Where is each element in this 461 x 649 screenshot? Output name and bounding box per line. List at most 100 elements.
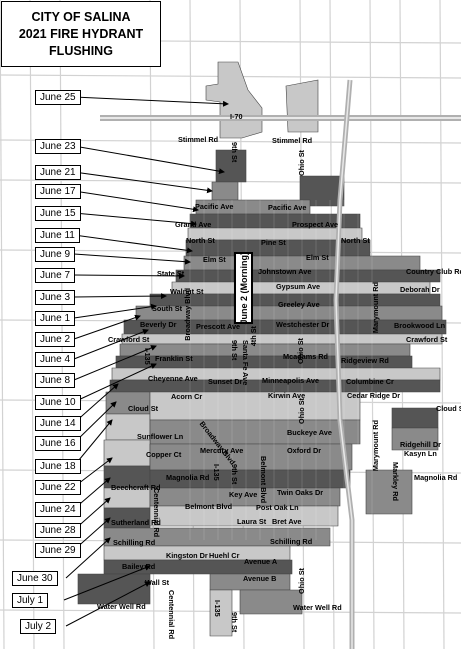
street-label: Bailey Rd — [122, 562, 156, 571]
street-label: Ohio St — [297, 398, 306, 424]
leader-line — [73, 253, 191, 265]
flushing-zones — [77, 61, 447, 637]
leader-line — [73, 190, 199, 213]
date-label-june-11: June 11 — [35, 228, 80, 243]
date-label-june-8: June 8 — [35, 373, 76, 388]
street-label: Marymount Rd — [371, 420, 380, 472]
street-label: Ridgeview Rd — [341, 356, 389, 365]
street-label: Marymount Rd — [371, 282, 380, 334]
date-label-june-22: June 22 — [35, 480, 81, 495]
leader-line — [73, 314, 141, 340]
flushing-zone-light — [103, 439, 151, 467]
map-title: CITY OF SALINA 2021 FIRE HYDRANT FLUSHIN… — [1, 1, 161, 67]
street-label: Laura St — [237, 517, 267, 526]
flushing-zone-dark — [103, 559, 293, 575]
street-label: Wall St — [145, 578, 170, 587]
leader-line — [73, 293, 167, 300]
street-label: Gypsum Ave — [276, 282, 321, 291]
street-label: Buckeye Ave — [287, 428, 332, 437]
flushing-zone-light — [149, 505, 339, 527]
leader-line — [63, 565, 151, 601]
street-label: 9th St — [230, 142, 239, 163]
street-label: Belmont Blvd — [185, 502, 233, 511]
leader-line — [73, 401, 117, 444]
date-label-june-16: June 16 — [35, 436, 81, 451]
street-label: Centennial Rd — [167, 590, 176, 640]
street-label: Columbine Cr — [346, 377, 394, 386]
flushing-zone-dark — [391, 407, 439, 429]
street-label: Avenue A — [244, 557, 278, 566]
street-label: Sunset Dr — [208, 377, 243, 386]
street-label: Schilling Rd — [270, 537, 313, 546]
street-label: Pacific Ave — [268, 203, 307, 212]
flushing-zone-dark — [299, 175, 345, 207]
street-label: Pacific Ave — [195, 202, 234, 211]
street-label: I-135 — [212, 464, 221, 481]
date-label-june-10: June 10 — [35, 395, 81, 410]
leader-line — [73, 272, 185, 279]
street-label: Mercury Ave — [200, 446, 244, 455]
street-label: Cloud St — [128, 404, 158, 413]
highways — [100, 79, 461, 649]
street-label: 9th St — [230, 340, 239, 361]
leader-line — [73, 234, 193, 254]
leader-line — [73, 383, 119, 424]
date-label-june-1: June 1 — [35, 311, 76, 326]
street-label: Minneapolis Ave — [262, 376, 320, 385]
street-label: Prospect Ave — [292, 220, 339, 229]
date-label-june-30: June 30 — [12, 571, 58, 586]
street-label: 9th St — [230, 464, 239, 485]
street-label: Sunflower Ln — [137, 432, 184, 441]
street-label: Greeley Ave — [278, 300, 320, 309]
street-label: North St — [186, 236, 215, 245]
flushing-zone-medium — [149, 487, 341, 507]
street-label: I-135 — [143, 348, 152, 365]
date-label-june-2: June 2 — [35, 332, 76, 347]
street-label: Deborah Dr — [400, 285, 440, 294]
street-label: I-70 — [230, 112, 243, 121]
flushing-zone-dark — [109, 379, 441, 393]
flushing-zone-medium — [391, 427, 439, 451]
street-label: Santa Fe Ave — [241, 340, 250, 386]
street-label: Avenue B — [243, 574, 277, 583]
title-line-3: FLUSHING — [49, 43, 113, 58]
street-label: Stimmel Rd — [272, 136, 313, 145]
leader-line — [73, 145, 225, 175]
leader-line — [73, 96, 229, 107]
leader-line — [73, 212, 197, 227]
street-label: Walnut St — [170, 287, 204, 296]
flushing-zone-light — [209, 589, 233, 637]
street-label: Stimmel Rd — [178, 135, 219, 144]
leader-line — [65, 581, 151, 627]
date-label-june-18: June 18 — [35, 459, 81, 474]
street-label: Ohio St — [297, 150, 306, 176]
street-label: I-135 — [213, 600, 222, 617]
street-label: Magnolia Rd — [166, 473, 210, 482]
date-label-june-28: June 28 — [35, 523, 81, 538]
street-label: Magnolia Rd — [414, 473, 458, 482]
date-label-june-4: June 4 — [35, 352, 76, 367]
date-label-june-29: June 29 — [35, 543, 81, 558]
street-label: Broadway Blvd — [183, 288, 192, 341]
street-label: Sutherland Rd — [111, 518, 161, 527]
date-label-june-15: June 15 — [35, 206, 81, 221]
street-label: 9th St — [230, 612, 239, 633]
street-label: Franklin St — [155, 354, 193, 363]
street-label: Cloud St — [436, 404, 461, 413]
flushing-zone-medium — [103, 527, 331, 547]
street-label: Prescott Ave — [196, 322, 241, 331]
street-label: Elm St — [306, 253, 329, 262]
street-label: Bret Ave — [272, 517, 302, 526]
leader-line — [73, 329, 149, 360]
street-label: Elm St — [203, 255, 226, 264]
street-label: Twin Oaks Dr — [277, 488, 324, 497]
street-label: Beechcraft Rd — [111, 483, 161, 492]
street-label: Crawford St — [406, 335, 448, 344]
street-label: Water Well Rd — [97, 602, 146, 611]
flushing-zone-light — [285, 79, 319, 133]
leader-line — [65, 537, 111, 579]
street-label: Key Ave — [229, 490, 258, 499]
street-label: Schilling Rd — [113, 538, 156, 547]
title-line-1: CITY OF SALINA — [31, 9, 131, 24]
